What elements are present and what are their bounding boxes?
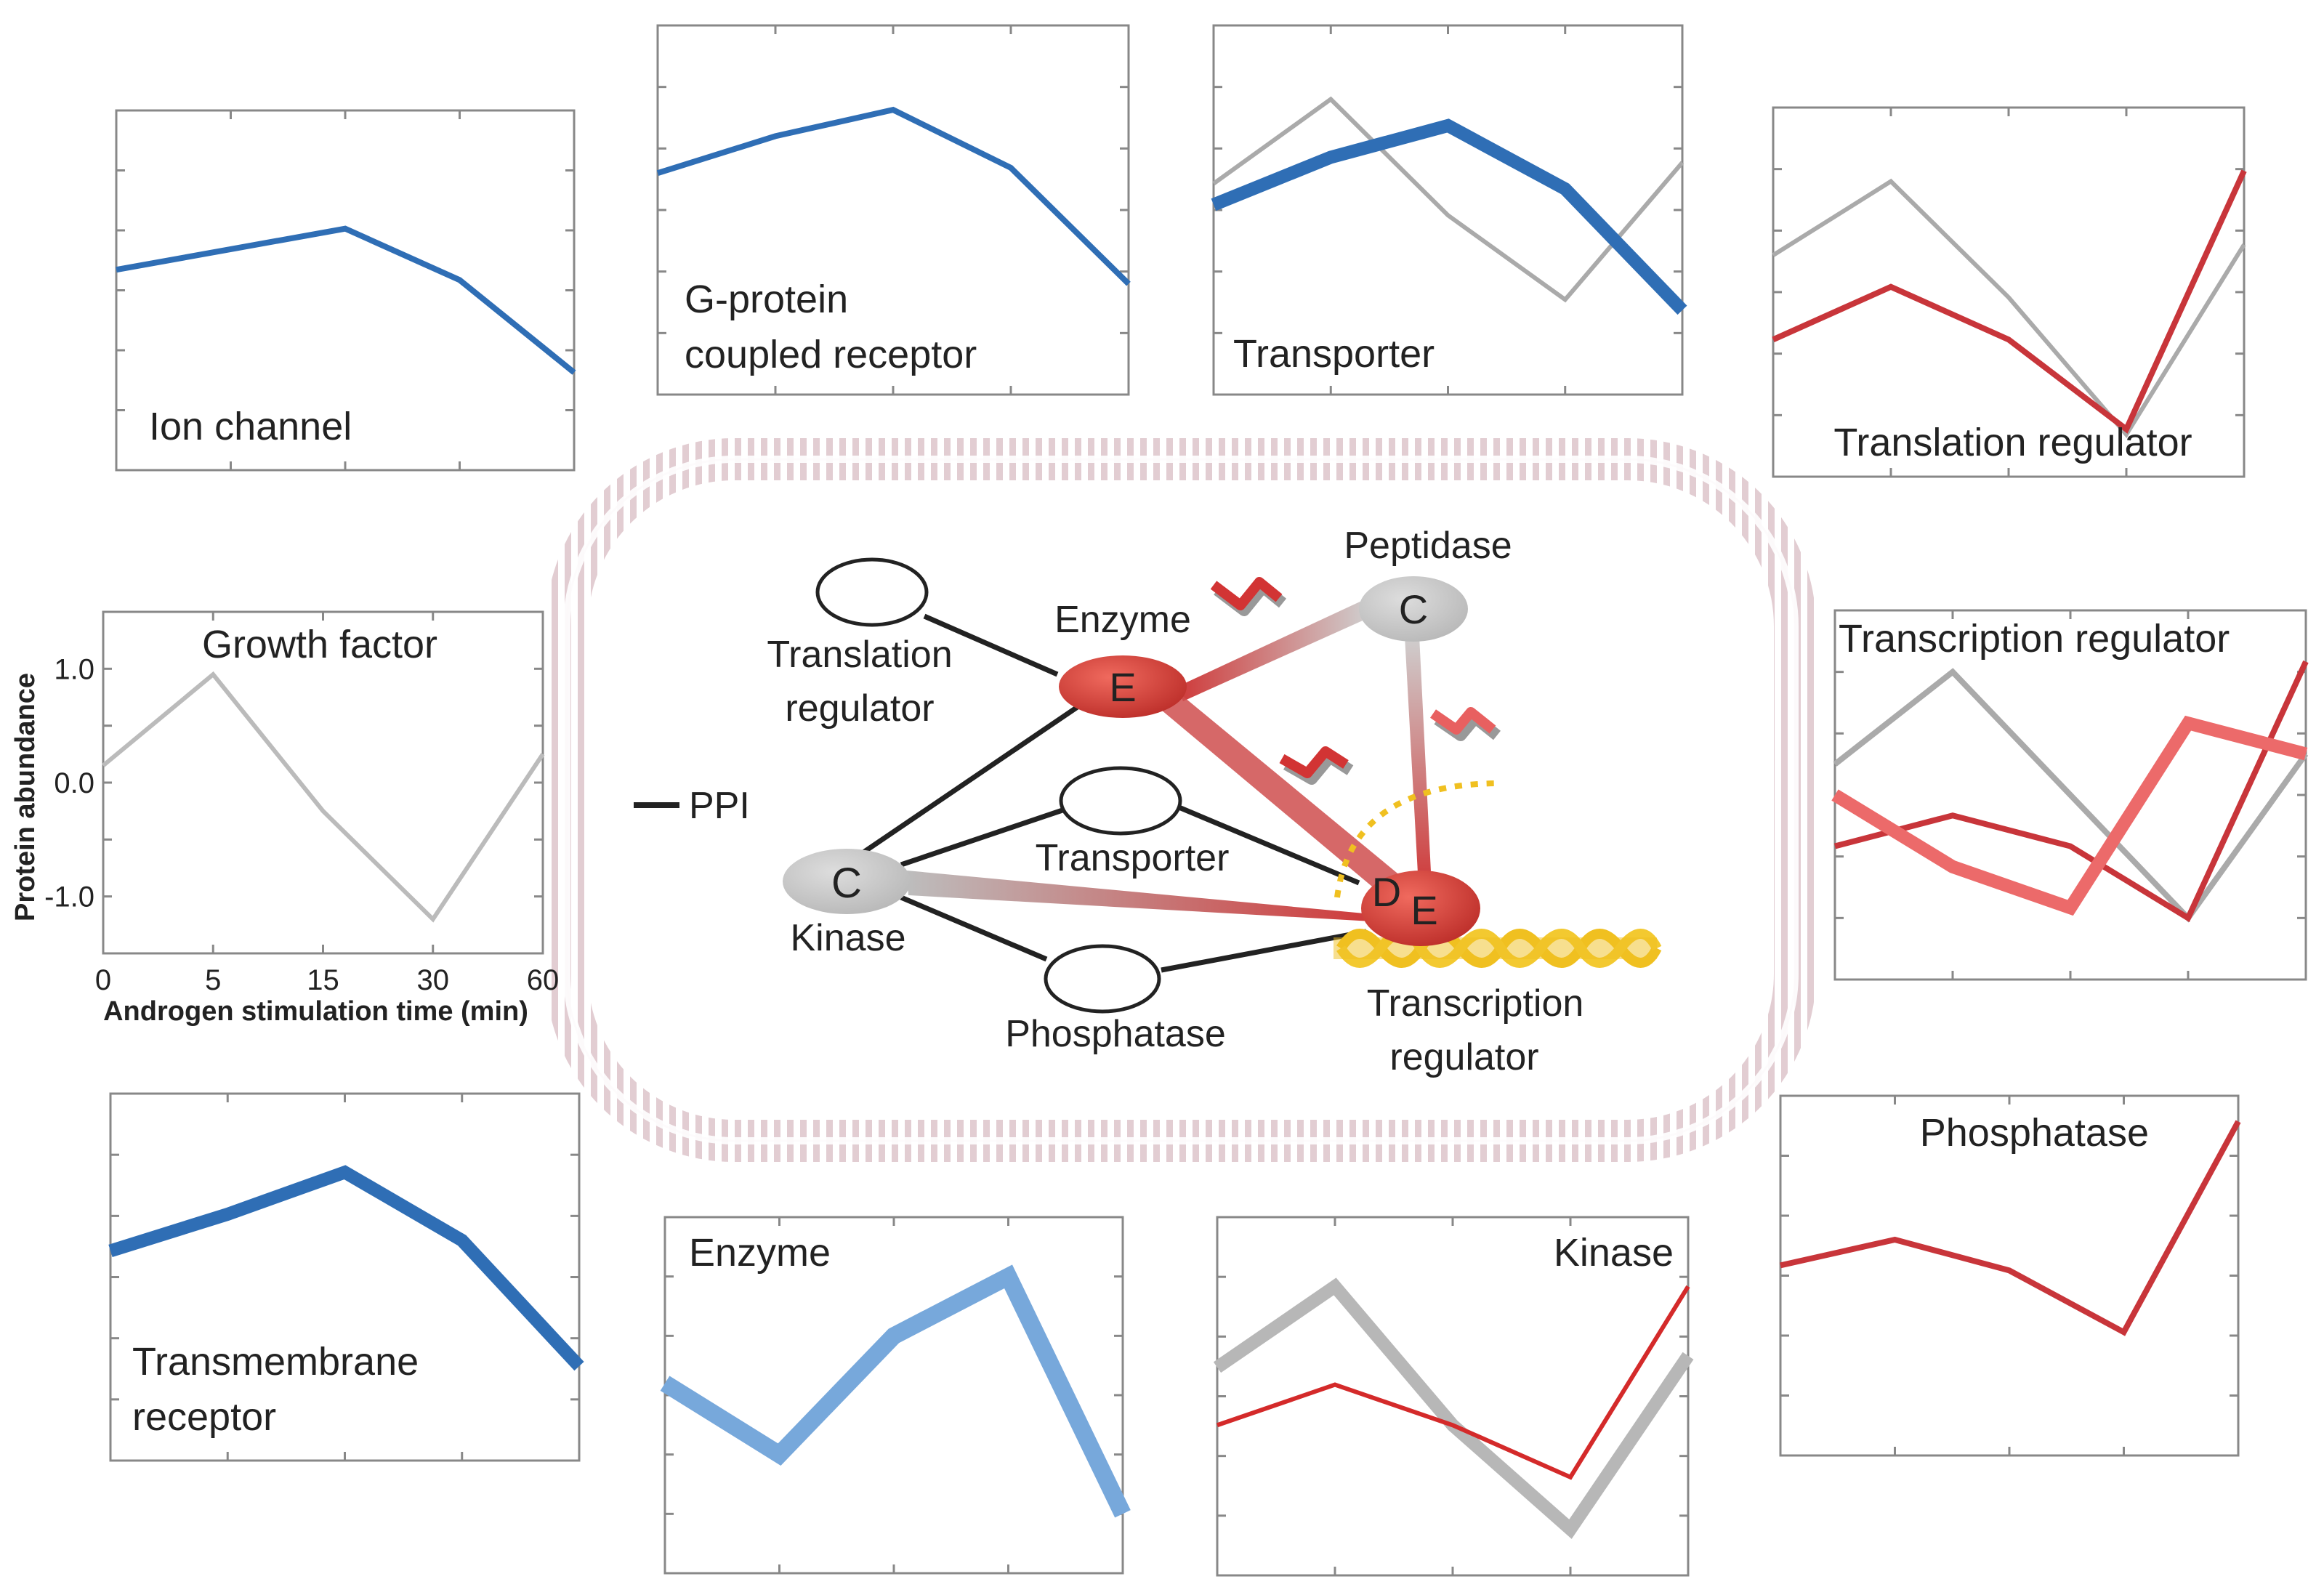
edge-kinase-transporter	[900, 807, 1064, 868]
panel-growth: Growth factor 0 5 15 30 60 1.0 0.0 -1.0Androgen …	[10, 610, 560, 1027]
node-kinase-letter: C	[831, 860, 862, 907]
panel-ion: Ion channel	[115, 109, 576, 472]
node-enzyme: E Enzyme	[1054, 599, 1191, 718]
network-nodes: Translation regulator E Enzyme C Peptida…	[767, 525, 1583, 1078]
edge-translation-enzyme	[923, 613, 1059, 677]
edge-enzyme-transcription	[1157, 690, 1413, 905]
series-line-transmembrane-0	[108, 1165, 584, 1371]
panel-label-transmembrane-2: receptor	[132, 1395, 276, 1439]
edge-kinase-transcription	[907, 871, 1372, 921]
panel-label-transcription: Transcription regulator	[1839, 617, 2230, 661]
panel-label-kinase: Kinase	[1554, 1231, 1674, 1275]
series-line-transcription-1	[1833, 660, 2309, 923]
series-line-transporter-0	[1212, 96, 1685, 303]
series-line-transporter-1	[1211, 118, 1687, 315]
node-phosphatase-label: Phosphatase	[1005, 1013, 1226, 1055]
panel-phosphatase: Phosphatase	[1779, 1094, 2241, 1457]
y-tick-label: -1.0	[44, 881, 94, 913]
x-tick-label: 60	[527, 964, 560, 996]
series-line-kinase-1	[1217, 1285, 1690, 1480]
node-translation-regulator: Translation regulator	[767, 557, 953, 730]
series-line-kinase-0	[1213, 1277, 1694, 1539]
node-transcription-regulator-label-2: regulator	[1389, 1036, 1538, 1078]
panel-label-ion: Ion channel	[149, 405, 352, 448]
network-edges	[860, 599, 1432, 973]
node-transcription-regulator-label-1: Transcription	[1367, 982, 1584, 1025]
edge-kinase-phosphatase	[900, 895, 1048, 962]
x-tick-label: 15	[307, 964, 339, 996]
panel-transmembrane: Transmembrane receptor	[108, 1092, 584, 1462]
panel-label-phosphatase: Phosphatase	[1920, 1111, 2149, 1155]
node-transcription-regulator: D E Transcription regulator	[1361, 869, 1583, 1078]
series-line-phosphatase-0	[1780, 1120, 2241, 1336]
node-transcription-regulator-letter-e: E	[1411, 887, 1437, 933]
edge-enzyme-peptidase	[1177, 599, 1369, 701]
panel-label-gpcr-2: coupled receptor	[685, 333, 977, 376]
dashed-nuclear-arc	[1334, 780, 1498, 898]
panel-gpcr: G-protein coupled receptor	[656, 24, 1131, 396]
node-transcription-regulator-letter-d: D	[1372, 869, 1401, 915]
y-axis-label: Protein abundance	[10, 673, 41, 921]
series-line-ion-0	[116, 225, 576, 375]
panel-transcription: Transcription regulator	[1831, 609, 2309, 981]
panel-enzyme: Enzyme	[660, 1216, 1131, 1575]
node-peptidase: C Peptidase	[1344, 525, 1512, 642]
edge-peptidase-transcription	[1405, 636, 1432, 887]
node-peptidase-letter: C	[1399, 586, 1428, 632]
peptide-fragments	[1210, 577, 1501, 785]
panel-kinase: Kinase	[1213, 1216, 1694, 1577]
series-line-growth-0	[102, 671, 545, 923]
x-tick-label: 30	[417, 964, 450, 996]
x-axis-label: Androgen stimulation time (min)	[103, 996, 528, 1027]
edge-phosphatase-transcription	[1161, 929, 1367, 973]
series-line-translation-1	[1772, 169, 2247, 434]
node-translation-regulator-label-2: regulator	[785, 687, 934, 730]
node-kinase-label: Kinase	[791, 917, 906, 959]
node-transporter-label: Transporter	[1036, 837, 1230, 879]
y-tick-label: 1.0	[54, 653, 94, 685]
series-line-gpcr-0	[656, 106, 1131, 286]
panel-transporter: Transporter	[1211, 24, 1687, 396]
series-line-transcription-2	[1831, 715, 2308, 916]
edge-transporter-transcription	[1176, 804, 1360, 886]
ppi-legend-label: PPI	[689, 785, 750, 827]
series-line-transcription-0	[1833, 668, 2309, 923]
node-transporter: Transporter	[1036, 766, 1230, 879]
panel-label-translation: Translation regulator	[1833, 421, 2192, 464]
node-enzyme-label: Enzyme	[1054, 599, 1191, 641]
ppi-legend: PPI	[634, 785, 750, 827]
node-translation-regulator-label-1: Translation	[767, 634, 952, 676]
panel-label-enzyme: Enzyme	[689, 1231, 831, 1275]
series-line-translation-0	[1772, 178, 2246, 439]
node-enzyme-letter: E	[1109, 664, 1136, 710]
x-tick-label: 5	[205, 964, 221, 996]
panel-translation: Translation regulator	[1772, 106, 2247, 478]
edge-kinase-enzyme	[860, 701, 1084, 856]
node-phosphatase: Phosphatase	[1005, 944, 1226, 1055]
panel-label-gpcr-1: G-protein	[685, 278, 848, 321]
panel-label-transmembrane-1: Transmembrane	[132, 1340, 419, 1384]
node-peptidase-label: Peptidase	[1344, 525, 1512, 567]
panel-label-transporter: Transporter	[1233, 332, 1435, 376]
panel-label-growth: Growth factor	[202, 623, 437, 666]
cell-membrane	[546, 438, 1816, 1162]
series-line-enzyme-0	[660, 1264, 1131, 1518]
node-kinase: C Kinase	[783, 849, 911, 959]
x-tick-label: 0	[95, 964, 111, 996]
y-tick-label: 0.0	[54, 767, 94, 799]
